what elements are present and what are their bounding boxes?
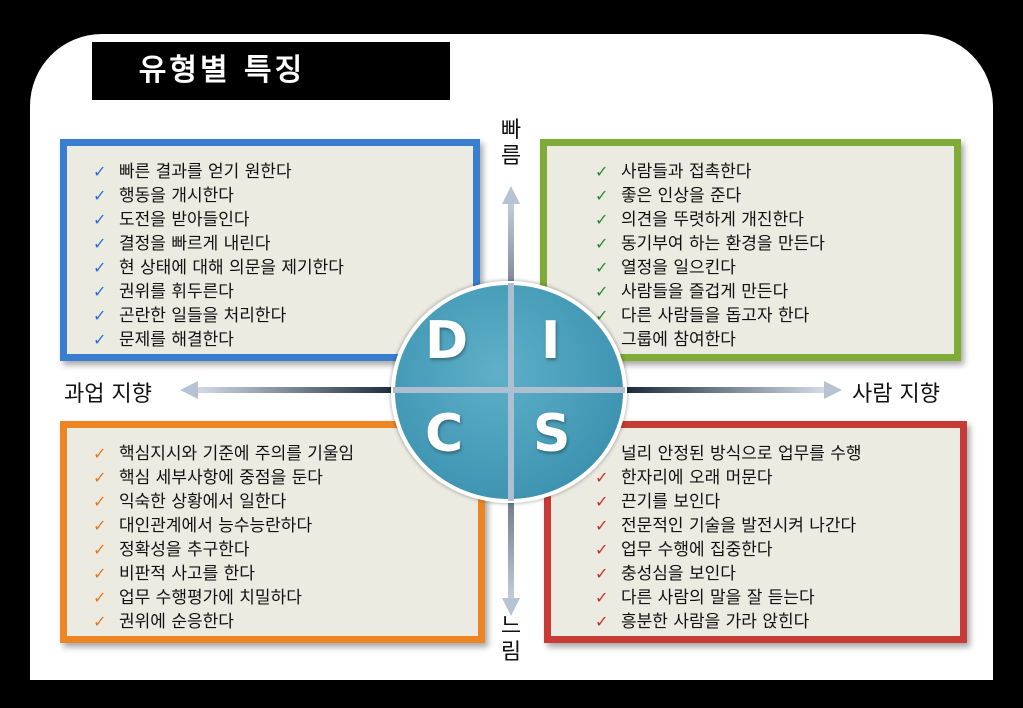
list-item: ✓핵심지시와 기준에 주의를 기울임 bbox=[93, 444, 355, 464]
arrow-right-icon bbox=[824, 381, 842, 399]
check-icon: ✓ bbox=[93, 540, 107, 559]
letter-i: I bbox=[541, 311, 561, 371]
list-item: ✓곤란한 일들을 처리한다 bbox=[93, 306, 287, 326]
axis-label-top: 빠름 bbox=[500, 118, 522, 169]
check-icon: ✓ bbox=[93, 588, 107, 607]
check-icon: ✓ bbox=[93, 492, 107, 511]
arrow-left-icon bbox=[180, 381, 198, 399]
check-icon: ✓ bbox=[93, 516, 107, 535]
list-item: ✓동기부여 하는 환경을 만든다 bbox=[595, 234, 825, 254]
list-item: ✓권위를 휘두른다 bbox=[93, 282, 234, 302]
title-box: 유형별 특징 bbox=[92, 42, 450, 100]
list-item: ✓한자리에 오래 머문다 bbox=[595, 468, 773, 488]
list-item: ✓다른 사람들을 돕고자 한다 bbox=[595, 306, 810, 326]
check-icon: ✓ bbox=[595, 186, 609, 205]
check-icon: ✓ bbox=[595, 468, 609, 487]
list-item: ✓전문적인 기술을 발전시켜 나간다 bbox=[595, 516, 857, 536]
axis-label-bottom: 느림 bbox=[500, 614, 522, 665]
check-icon: ✓ bbox=[595, 282, 609, 301]
axis-label-right: 사람 지향 bbox=[852, 382, 940, 407]
list-item: ✓끈기를 보인다 bbox=[595, 492, 721, 512]
check-icon: ✓ bbox=[93, 564, 107, 583]
list-item: ✓결정을 빠르게 내린다 bbox=[93, 234, 271, 254]
check-icon: ✓ bbox=[93, 210, 107, 229]
list-item: ✓다른 사람의 말을 잘 듣는다 bbox=[595, 588, 815, 608]
list-item: ✓그룹에 참여한다 bbox=[595, 328, 825, 352]
list-item: ✓흥분한 사람을 가라 앉힌다 bbox=[595, 612, 810, 632]
quadrant-s: ✓널리 안정된 방식으로 업무를 수행 ✓한자리에 오래 머문다 ✓끈기를 보인… bbox=[544, 421, 967, 643]
list-item: ✓정확성을 추구한다 bbox=[93, 540, 250, 560]
check-icon: ✓ bbox=[595, 540, 609, 559]
check-icon: ✓ bbox=[595, 612, 609, 631]
check-icon: ✓ bbox=[595, 492, 609, 511]
list-item: ✓업무 수행평가에 치밀하다 bbox=[93, 588, 302, 608]
check-icon: ✓ bbox=[595, 162, 609, 181]
list-item: ✓문제를 해결한다 bbox=[93, 330, 234, 350]
letter-s: S bbox=[533, 404, 571, 464]
check-icon: ✓ bbox=[93, 186, 107, 205]
check-icon: ✓ bbox=[595, 258, 609, 277]
quadrant-d: ✓빠른 결과를 얻기 원한다 ✓행동을 개시한다 ✓도전을 받아들인다 ✓결정을… bbox=[60, 139, 480, 361]
check-icon: ✓ bbox=[93, 282, 107, 301]
list-item: ✓좋은 인상을 준다 bbox=[595, 186, 742, 206]
list-item: ✓사람들과 접촉한다 bbox=[595, 162, 752, 182]
axis-label-left: 과업 지향 bbox=[64, 382, 152, 407]
list-item: ✓널리 안정된 방식으로 업무를 수행 bbox=[595, 442, 862, 466]
quadrant-d-list: ✓빠른 결과를 얻기 원한다 ✓행동을 개시한다 ✓도전을 받아들인다 ✓결정을… bbox=[93, 160, 344, 352]
check-icon: ✓ bbox=[93, 444, 107, 463]
quadrant-i: ✓사람들과 접촉한다 ✓좋은 인상을 준다 ✓의견을 뚜렷하게 개진한다 ✓동기… bbox=[540, 139, 961, 361]
arrow-up-icon bbox=[502, 186, 520, 204]
right-axis-shaft bbox=[627, 387, 827, 393]
quadrant-i-list: ✓사람들과 접촉한다 ✓좋은 인상을 준다 ✓의견을 뚜렷하게 개진한다 ✓동기… bbox=[595, 160, 825, 352]
list-item: ✓대인관계에서 능수능란하다 bbox=[93, 516, 313, 536]
check-icon: ✓ bbox=[93, 306, 107, 325]
check-icon: ✓ bbox=[93, 612, 107, 631]
arrow-down-icon bbox=[502, 598, 520, 616]
check-icon: ✓ bbox=[93, 330, 107, 349]
list-item: ✓열정을 일으킨다 bbox=[595, 258, 736, 278]
check-icon: ✓ bbox=[595, 564, 609, 583]
list-item: ✓현 상태에 대해 의문을 제기한다 bbox=[93, 258, 344, 278]
left-axis-shaft bbox=[194, 387, 394, 393]
quadrant-c-list: ✓핵심지시와 기준에 주의를 기울임 ✓핵심 세부사항에 중점을 둔다 ✓익숙한… bbox=[93, 442, 354, 634]
check-icon: ✓ bbox=[595, 234, 609, 253]
check-icon: ✓ bbox=[595, 210, 609, 229]
check-icon: ✓ bbox=[93, 162, 107, 181]
list-item: ✓행동을 개시한다 bbox=[93, 186, 234, 206]
check-icon: ✓ bbox=[93, 258, 107, 277]
quadrant-s-list: ✓널리 안정된 방식으로 업무를 수행 ✓한자리에 오래 머문다 ✓끈기를 보인… bbox=[595, 442, 862, 634]
list-item: ✓권위에 순응한다 bbox=[93, 612, 234, 632]
check-icon: ✓ bbox=[595, 516, 609, 535]
list-item: ✓충성심을 보인다 bbox=[595, 564, 736, 584]
check-icon: ✓ bbox=[595, 588, 609, 607]
list-item: ✓도전을 받아들인다 bbox=[93, 210, 250, 230]
list-item: ✓의견을 뚜렷하게 개진한다 bbox=[595, 210, 804, 230]
list-item: ✓빠른 결과를 얻기 원한다 bbox=[93, 162, 292, 182]
page-title: 유형별 특징 bbox=[138, 53, 306, 88]
list-item: ✓익숙한 상황에서 일한다 bbox=[93, 492, 287, 512]
list-item: ✓비판적 사고를 한다 bbox=[93, 564, 255, 584]
check-icon: ✓ bbox=[93, 234, 107, 253]
letter-c: C bbox=[425, 404, 464, 464]
check-icon: ✓ bbox=[93, 468, 107, 487]
list-item: ✓핵심 세부사항에 중점을 둔다 bbox=[93, 468, 323, 488]
list-item: ✓업무 수행에 집중한다 bbox=[595, 540, 773, 560]
list-item: ✓사람들을 즐겁게 만든다 bbox=[595, 282, 789, 302]
letter-d: D bbox=[425, 311, 469, 371]
